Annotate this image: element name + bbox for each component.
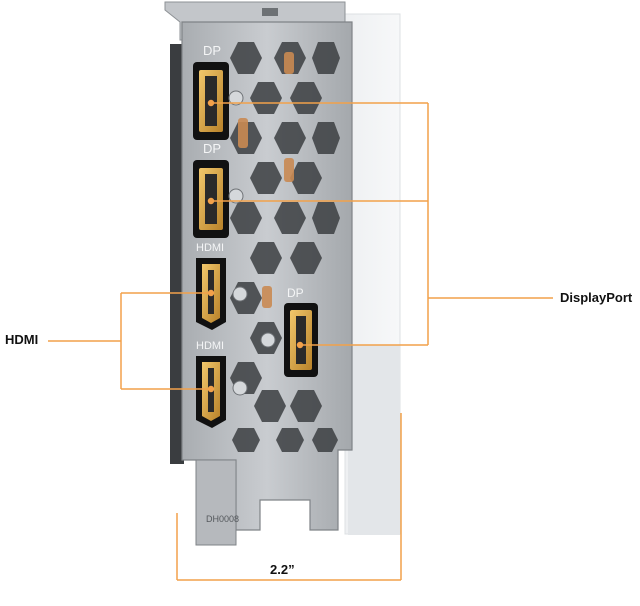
port-label-hdmi-1: HDMI [196, 242, 224, 254]
displayport-3 [284, 303, 318, 377]
bracket-slot [262, 8, 278, 16]
bracket-lower-tab [195, 459, 237, 546]
port-label-dp-1: DP [203, 43, 221, 58]
bracket-screws [228, 90, 276, 396]
heatpipes [238, 52, 294, 308]
width-dimension-label: 2.2” [270, 562, 295, 577]
port-label-dp-2: DP [203, 141, 221, 156]
hdmi-callout-label: HDMI [5, 332, 39, 347]
port-label-dp-3: DP [287, 286, 304, 300]
port-label-hdmi-2: HDMI [196, 340, 224, 352]
hdmi-leader-lines [48, 289, 215, 393]
card-shroud-edge [348, 345, 400, 535]
displayport-leader-lines [207, 99, 553, 349]
bracket-part-code: DH0008 [206, 514, 239, 524]
displayport-callout-label: DisplayPort [560, 290, 633, 305]
width-dimension-line [176, 413, 402, 581]
bracket-side-fin [170, 44, 184, 464]
